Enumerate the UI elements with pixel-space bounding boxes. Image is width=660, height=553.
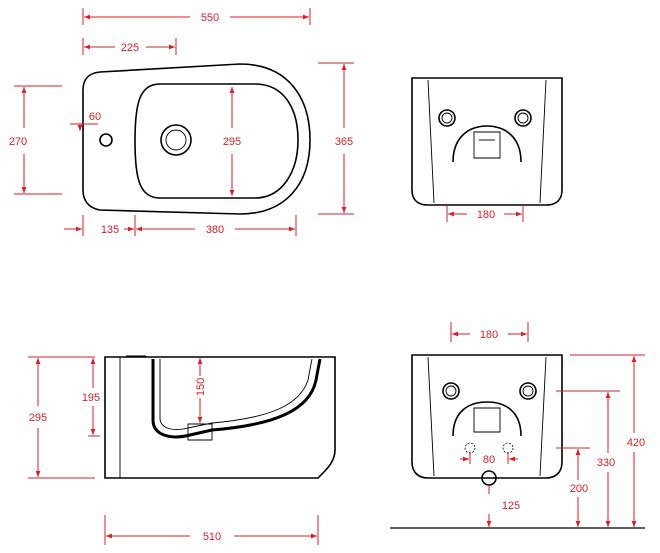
dim-fixing-distance-top: 180 (477, 209, 495, 221)
rear-install-outline (411, 354, 563, 479)
dim-height-total: 295 (29, 412, 47, 424)
dim-rim-height: 195 (82, 392, 100, 404)
dim-drain-height: 125 (502, 500, 520, 512)
bowl-outline (134, 83, 299, 199)
dim-fixing-height: 330 (597, 457, 615, 469)
dim-tap-offset: 225 (121, 42, 139, 54)
rear-view-install: 180 80 420 330 200 125 (390, 322, 645, 529)
dim-supply-height: 200 (570, 483, 588, 495)
dim-tap-hole: 60 (89, 111, 101, 123)
supply-left (464, 442, 476, 454)
rear-view-top: 180 (411, 77, 563, 222)
dim-fixing-distance-install: 180 (480, 329, 498, 341)
supply-right (502, 442, 514, 454)
side-bowl-section (151, 358, 322, 439)
drain-inner (165, 129, 187, 151)
dim-supply-spacing: 80 (483, 454, 495, 466)
dim-total-depth: 365 (335, 136, 353, 148)
top-view: 550 225 270 60 295 365 135 (9, 8, 354, 236)
dim-rear-offset: 135 (101, 224, 119, 236)
dim-bowl-length: 380 (206, 224, 224, 236)
top-view-outline (82, 63, 311, 215)
dim-width-total: 550 (201, 12, 219, 24)
side-outline (104, 356, 336, 479)
dim-bowl-drop: 150 (195, 378, 207, 396)
rear-top-outline (411, 77, 563, 206)
drain-outlet (481, 470, 497, 486)
side-view: 295 195 150 510 (28, 355, 336, 545)
tap-hole (99, 133, 113, 147)
dim-bowl-depth: 295 (223, 136, 241, 148)
dim-height-overall: 420 (627, 437, 645, 449)
dim-side-length: 510 (203, 531, 221, 543)
dim-height-rear: 270 (9, 136, 27, 148)
drain-outer (160, 124, 192, 156)
